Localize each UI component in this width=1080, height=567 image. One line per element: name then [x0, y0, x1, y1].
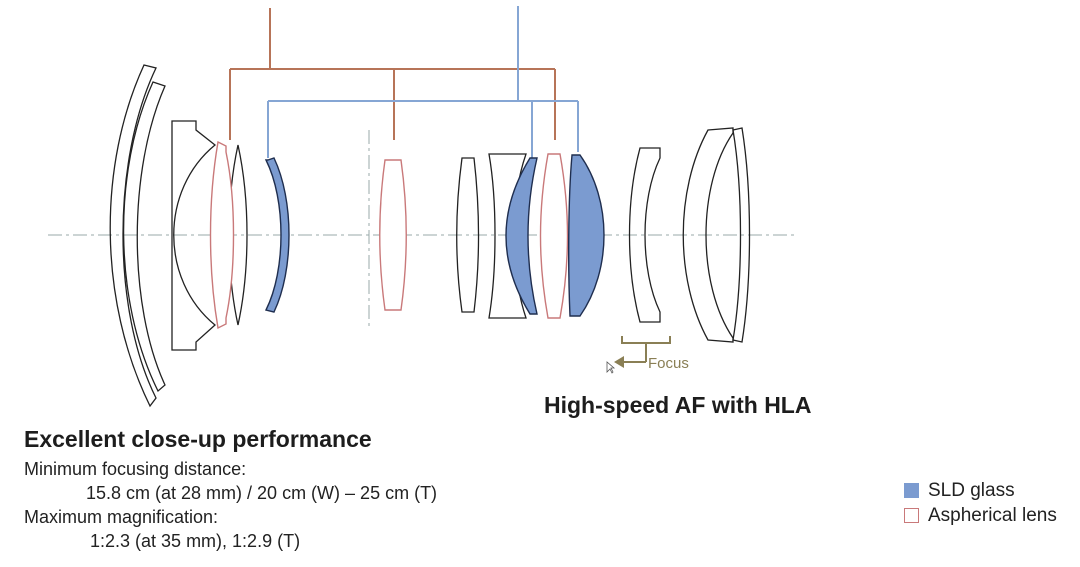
legend-label-aspherical: Aspherical lens [928, 504, 1057, 526]
closeup-bracket [229, 8, 556, 140]
hla-bracket [267, 6, 579, 158]
legend-item-sld: SLD glass [904, 478, 1057, 503]
focus-label: Focus [648, 355, 689, 372]
aspherical-lens-1 [209, 140, 235, 330]
max-mag-label: Maximum magnification: [24, 507, 219, 527]
sld-swatch-icon [904, 483, 919, 498]
hla-title: High-speed AF with HLA [544, 392, 812, 418]
focus-indicator [621, 336, 671, 363]
legend-label-sld: SLD glass [928, 479, 1015, 501]
min-focus-value: 15.8 cm (at 28 mm) / 20 cm (W) – 25 cm (… [86, 483, 438, 503]
legend: SLD glass Aspherical lens [904, 478, 1057, 528]
front-meniscus-lenses [109, 64, 166, 408]
focus-arrow-icon [614, 356, 624, 368]
closeup-title: Excellent close-up performance [24, 426, 372, 452]
aspherical-lens-2 [379, 159, 407, 311]
sld-lens-3 [567, 154, 605, 317]
legend-item-aspherical: Aspherical lens [904, 503, 1057, 528]
aspherical-lens-3 [539, 153, 569, 319]
sld-lens-1 [264, 157, 290, 313]
max-mag-value: 1:2.3 (at 35 mm), 1:2.9 (T) [90, 531, 301, 551]
sld-lens-2 [505, 157, 538, 315]
min-focus-label: Minimum focusing distance: [24, 459, 247, 479]
mouse-cursor-icon [606, 361, 616, 374]
closeup-section: Excellent close-up performance Minimum f… [24, 426, 437, 553]
aspherical-swatch-icon [904, 508, 919, 523]
